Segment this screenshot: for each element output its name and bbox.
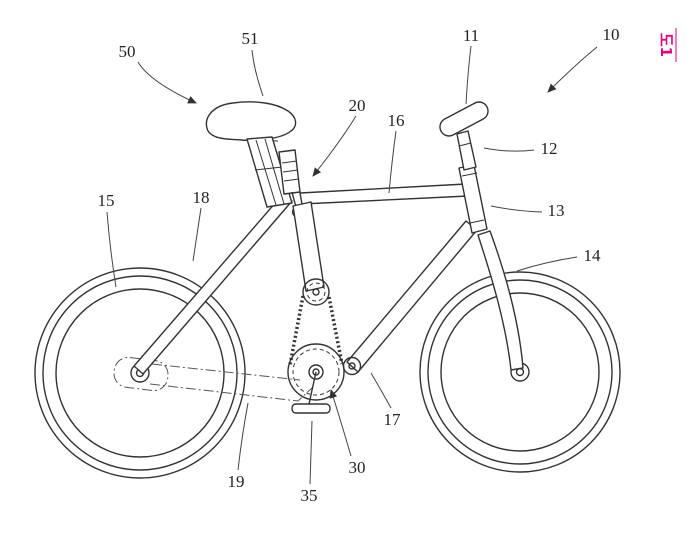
frame-pivot-center: [348, 362, 356, 370]
rear-tire-outer: [34, 267, 246, 479]
seat-post-joint-line: [254, 166, 283, 171]
callout-labels: 50 51 20 16 11 10 12 13 14 15 18 19 35 3…: [98, 25, 620, 505]
callout-35: 35: [301, 486, 318, 505]
leader-20: [312, 115, 357, 177]
callout-12: 12: [541, 139, 558, 158]
callout-16: 16: [388, 111, 405, 130]
callout-15: 15: [98, 191, 115, 210]
seat-mast-drive: [288, 201, 344, 366]
stem: [456, 130, 477, 171]
leader-15: [106, 211, 117, 288]
front-fork: [477, 230, 524, 371]
damper-line-1: [281, 160, 298, 164]
leader-14: [516, 256, 578, 272]
chain-left: [288, 295, 305, 366]
seat-post-inner-line-1: [255, 139, 277, 206]
head-tube: [458, 164, 488, 234]
leader-16: [388, 130, 397, 194]
chainstay-phantom: [149, 363, 313, 402]
chainring: [287, 343, 345, 401]
down-tube: [346, 220, 478, 373]
upper-sprocket-pitch: [306, 282, 326, 302]
saddle: [205, 101, 297, 142]
bottom-bracket: [308, 364, 324, 380]
handlebar-grip: [439, 101, 489, 137]
chain-right: [327, 296, 344, 365]
damper-line-3: [283, 178, 300, 182]
saddle-shell: [205, 101, 297, 141]
figure-label-group: 도1: [657, 28, 677, 62]
front-tire-outer: [419, 271, 621, 473]
leader-13: [490, 205, 543, 213]
rear-wheel: [34, 267, 246, 479]
callout-19: 19: [228, 472, 245, 491]
callout-10: 10: [603, 25, 620, 44]
leader-19: [237, 402, 249, 471]
callout-18: 18: [193, 188, 210, 207]
leader-30: [329, 389, 352, 457]
seat-post-inner-line-2: [264, 138, 285, 205]
frame-pivot: [342, 356, 362, 376]
damper-line-2: [282, 169, 299, 173]
leader-50: [137, 61, 197, 104]
upper-sprocket: [302, 278, 330, 306]
headset-lower-line: [469, 219, 485, 224]
chainring-pitch: [292, 348, 340, 396]
leader-17: [370, 372, 392, 409]
seat-post: [246, 136, 293, 208]
top-tube: [299, 183, 469, 205]
leader-51: [251, 49, 264, 97]
rear-tire-inner: [42, 275, 238, 471]
crank-assembly: [287, 343, 362, 414]
upper-sprocket-axle: [312, 288, 320, 296]
seat-stay-tube: [133, 193, 293, 375]
leader-10: [547, 46, 598, 93]
front-wheel: [419, 271, 621, 473]
leader-lines: [106, 45, 598, 485]
callout-20: 20: [349, 96, 366, 115]
figure-label: 도1: [657, 33, 675, 57]
handlebar-assembly: [439, 101, 489, 171]
leader-18: [192, 207, 202, 262]
stem-clamp-line: [458, 142, 472, 147]
callout-14: 14: [584, 246, 602, 265]
callout-50: 50: [119, 42, 136, 61]
rear-rim: [55, 288, 225, 458]
seat-post-assembly: [246, 136, 303, 218]
crank-arm: [308, 371, 317, 405]
callout-51: 51: [242, 29, 259, 48]
front-rim: [440, 292, 600, 452]
callout-30: 30: [349, 458, 366, 477]
leader-11: [465, 45, 472, 105]
seat-mast: [292, 201, 325, 292]
callout-11: 11: [463, 26, 479, 45]
leader-12: [483, 147, 535, 152]
callout-13: 13: [548, 201, 565, 220]
chainstay-line-upper: [151, 363, 301, 381]
callout-17: 17: [384, 410, 402, 429]
chainstay-line-lower: [149, 383, 313, 402]
pedal: [291, 403, 331, 414]
headset-upper-line: [461, 172, 478, 177]
front-tire-inner: [427, 279, 613, 465]
leader-35: [309, 420, 313, 485]
